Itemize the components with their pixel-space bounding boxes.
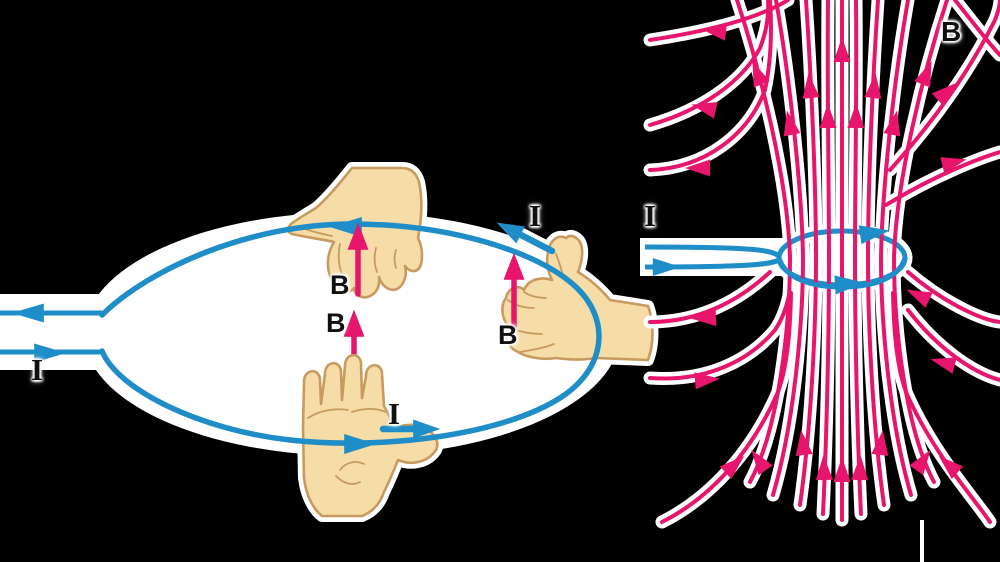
label-i-left-leads: I — [31, 352, 44, 387]
label-i-bottom-hand: I — [388, 396, 401, 431]
label-b-field: B — [941, 16, 962, 47]
right-figure-magnetic-field-lines — [640, 0, 1000, 562]
label-b-right-hand: B — [498, 320, 518, 350]
label-b-middle: B — [326, 308, 346, 338]
label-b-top-hand: B — [330, 270, 350, 300]
label-i-right-hand: I — [529, 198, 542, 233]
left-figure-current-loop-right-hand-rule — [0, 162, 659, 522]
label-i-right-panel-leads: I — [644, 198, 657, 233]
